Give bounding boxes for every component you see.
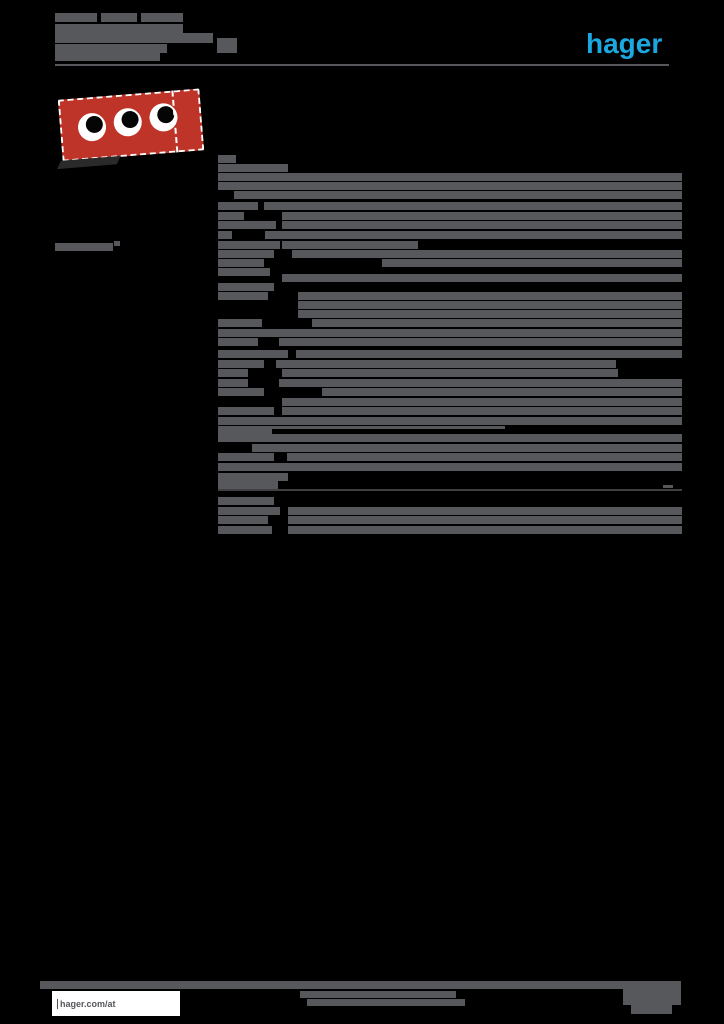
redacted-text-bar	[252, 434, 682, 442]
footer-site-box: hager.com/at	[52, 991, 180, 1016]
redacted-text-bar	[218, 350, 288, 358]
redacted-text-bar	[287, 453, 682, 461]
redacted-text-bar	[141, 13, 183, 22]
redacted-text-bar	[218, 283, 274, 291]
redacted-text-bar	[307, 999, 465, 1006]
redacted-text-bar	[218, 473, 288, 481]
redacted-text-bar	[322, 388, 682, 396]
redacted-text-bar	[218, 231, 232, 239]
redacted-text-bar	[218, 338, 258, 346]
redacted-text-bar	[250, 463, 682, 471]
redacted-text-bar	[55, 243, 113, 251]
redacted-text-bar	[265, 231, 682, 239]
divider-tick-icon	[57, 998, 58, 1009]
redacted-text-bar	[55, 24, 183, 33]
redacted-text-bar	[55, 33, 213, 43]
redacted-text-bar	[296, 350, 682, 358]
redacted-text-bar	[218, 202, 258, 210]
redacted-text-bar	[40, 981, 623, 989]
redacted-text-bar	[298, 310, 682, 318]
redacted-text-bar	[114, 241, 120, 246]
redacted-text-bar	[218, 481, 278, 489]
footer-site-link[interactable]: hager.com/at	[57, 998, 116, 1009]
redacted-text-bar	[218, 489, 682, 491]
redacted-text-bar	[282, 398, 682, 406]
redacted-text-bar	[217, 38, 237, 53]
redacted-text-bar	[265, 426, 505, 429]
redacted-text-bar	[218, 369, 248, 377]
redacted-text-bar	[218, 329, 280, 337]
redacted-text-bar	[298, 292, 682, 300]
redacted-text-bar	[218, 212, 244, 220]
redacted-text-bar	[282, 407, 682, 415]
redacted-text-bar	[218, 407, 274, 415]
redacted-text-bar	[282, 212, 682, 220]
redacted-text-bar	[663, 485, 673, 488]
hager-logo: hager	[586, 28, 663, 59]
redacted-text-bar	[292, 250, 682, 258]
redacted-text-bar	[282, 241, 418, 249]
redacted-text-bar	[272, 329, 682, 337]
redacted-text-bar	[264, 202, 682, 210]
redacted-text-bar	[218, 241, 280, 249]
redacted-text-bar	[218, 388, 264, 396]
redacted-text-bar	[218, 526, 272, 534]
redacted-text-bar	[252, 444, 682, 452]
redacted-text-bar	[298, 301, 682, 309]
redacted-text-bar	[218, 292, 268, 300]
redacted-text-bar	[288, 516, 682, 524]
redacted-text-bar	[218, 319, 262, 327]
redacted-text-bar	[288, 526, 682, 534]
redacted-text-bar	[218, 497, 274, 505]
redacted-text-bar	[218, 250, 274, 258]
redacted-text-bar	[55, 53, 160, 61]
redacted-text-bar	[218, 164, 288, 172]
redacted-text-bar	[218, 268, 270, 276]
redacted-text-bar	[300, 991, 456, 998]
redacted-text-bar	[55, 13, 97, 22]
redacted-text-bar	[218, 221, 276, 229]
redacted-text-bar	[218, 259, 264, 267]
redacted-text-bar	[234, 191, 682, 199]
redacted-text-bar	[218, 155, 236, 163]
redacted-text-bar	[218, 360, 264, 368]
redacted-text-bar	[282, 369, 618, 377]
redacted-text-bar	[279, 379, 682, 387]
redacted-text-bar	[218, 507, 280, 515]
redacted-text-bar	[279, 338, 682, 346]
redacted-text-bar	[218, 426, 272, 434]
redacted-text-bar	[382, 259, 682, 267]
redacted-text-bar	[218, 516, 268, 524]
redacted-text-bar	[312, 319, 682, 327]
redacted-text-bar	[218, 434, 268, 442]
redacted-text-bar	[101, 13, 137, 22]
redacted-text-bar	[631, 1005, 672, 1014]
header-divider	[55, 64, 669, 66]
redacted-text-bar	[218, 173, 682, 181]
redacted-text-bar	[288, 507, 682, 515]
redacted-text-bar	[218, 463, 280, 471]
redacted-text-bar	[218, 379, 248, 387]
redacted-text-bar	[55, 44, 167, 53]
redacted-text-bar	[218, 417, 682, 425]
redacted-text-bar	[276, 360, 616, 368]
redacted-text-bar	[282, 221, 682, 229]
redacted-text-bar	[282, 274, 682, 282]
redacted-text-bar	[218, 182, 682, 190]
redacted-text-bar	[623, 981, 681, 1005]
redacted-text-bar	[218, 453, 274, 461]
